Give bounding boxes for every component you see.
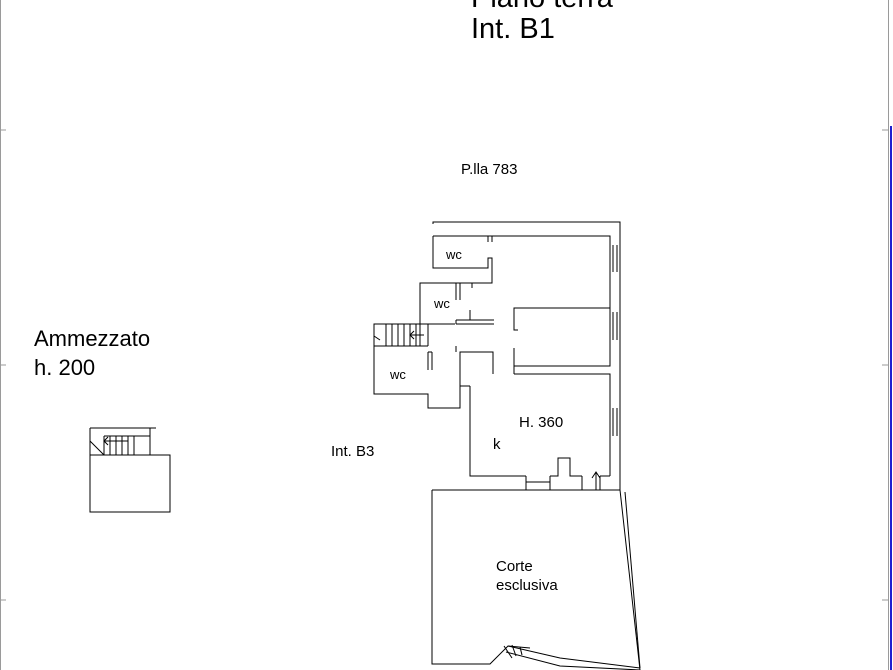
- parcel-label: P.lla 783: [461, 161, 518, 178]
- room-label-wc: wc: [434, 296, 450, 311]
- mezzanine-height-label: h. 200: [34, 355, 96, 380]
- title-line-2: Int. B1: [471, 13, 555, 45]
- apartment-walls: [419, 221, 621, 490]
- mezzanine-plan: [89, 427, 171, 513]
- courtyard-walls: [431, 471, 641, 670]
- ceiling-height-label: H. 360: [519, 414, 564, 431]
- courtyard-exclusive-label: esclusiva: [496, 577, 558, 594]
- room-label-wc: wc: [390, 367, 406, 382]
- mezzanine-label: Ammezzato: [34, 326, 151, 351]
- staircase-main: [373, 323, 429, 347]
- title-line-1: Piano terra: [471, 0, 613, 13]
- neighbor-unit-label: Int. B3: [331, 443, 375, 460]
- kitchen-label: k: [493, 436, 501, 453]
- room-label-wc: wc: [446, 247, 462, 262]
- courtyard-label: Corte: [496, 558, 533, 575]
- wc-lower-walls: [373, 346, 461, 409]
